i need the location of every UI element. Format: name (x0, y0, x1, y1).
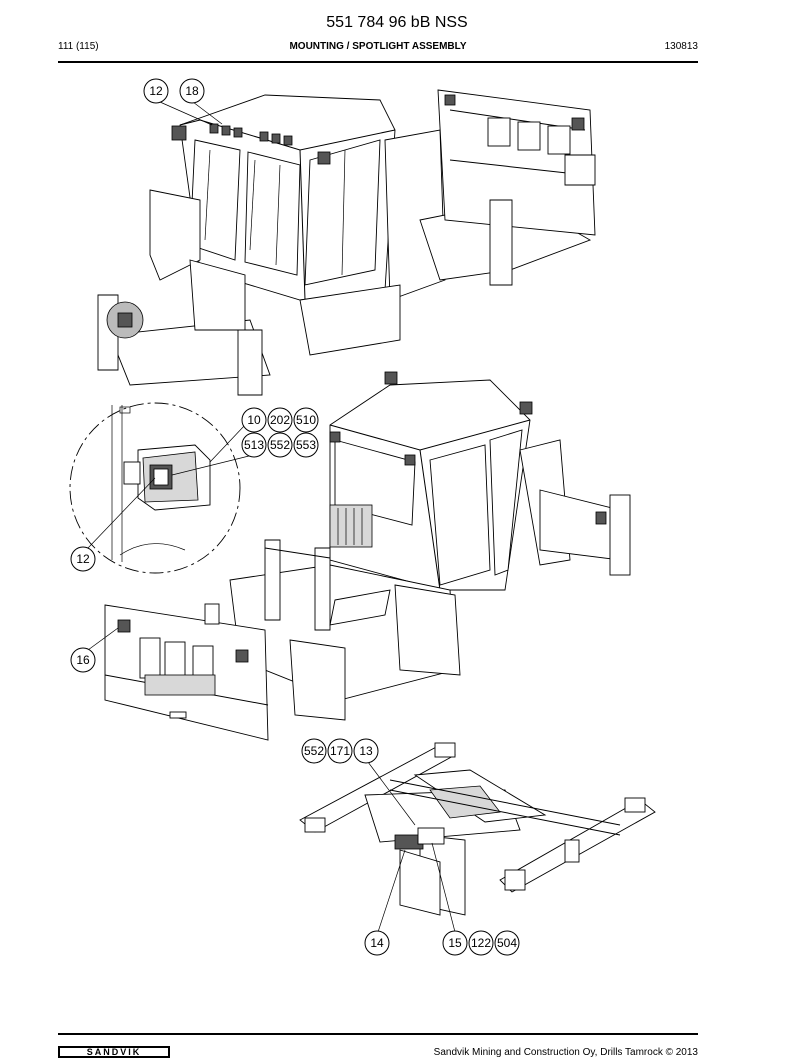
callout-14: 14 (364, 930, 390, 956)
callout-122: 122 (468, 930, 494, 956)
callout-15: 15 (442, 930, 468, 956)
svg-text:510: 510 (296, 413, 316, 427)
callout-12-detail: 12 (70, 546, 96, 572)
bottom-frame-view (299, 742, 656, 916)
date-code: 130813 (664, 41, 698, 52)
svg-text:14: 14 (370, 936, 384, 950)
callout-513: 513 (241, 432, 267, 458)
svg-text:553: 553 (296, 438, 316, 452)
svg-text:12: 12 (149, 84, 163, 98)
callout-504: 504 (494, 930, 520, 956)
callout-552-bottom: 552 (301, 738, 327, 764)
svg-text:171: 171 (330, 744, 350, 758)
callout-12-top: 12 (143, 78, 169, 104)
svg-text:513: 513 (244, 438, 264, 452)
top-machine-view (97, 89, 596, 396)
svg-text:202: 202 (270, 413, 290, 427)
callout-552-detail: 552 (267, 432, 293, 458)
section-title: MOUNTING / SPOTLIGHT ASSEMBLY (289, 41, 467, 52)
callout-18: 18 (179, 78, 205, 104)
header-rule (58, 61, 698, 63)
svg-text:16: 16 (76, 653, 90, 667)
sandvik-logo: SANDVIK (58, 1046, 170, 1058)
svg-text:15: 15 (448, 936, 462, 950)
svg-text:10: 10 (247, 413, 261, 427)
svg-text:504: 504 (497, 936, 517, 950)
svg-text:552: 552 (304, 744, 324, 758)
page-reference: 111 (115) (58, 41, 99, 52)
callout-171: 171 (327, 738, 353, 764)
middle-machine-view (104, 371, 631, 741)
document-title: 551 784 96 bB NSS (326, 14, 468, 31)
callout-10: 10 (241, 407, 267, 433)
leader-lines (87, 101, 456, 933)
svg-text:552: 552 (270, 438, 290, 452)
svg-text:18: 18 (185, 84, 199, 98)
svg-text:122: 122 (471, 936, 491, 950)
callout-510: 510 (293, 407, 319, 433)
callout-16: 16 (70, 647, 96, 673)
callout-202: 202 (267, 407, 293, 433)
callout-553: 553 (293, 432, 319, 458)
svg-text:12: 12 (76, 552, 90, 566)
callout-13: 13 (353, 738, 379, 764)
detail-view-circle (69, 402, 241, 574)
footer-rule (58, 1033, 698, 1035)
svg-text:13: 13 (359, 744, 373, 758)
